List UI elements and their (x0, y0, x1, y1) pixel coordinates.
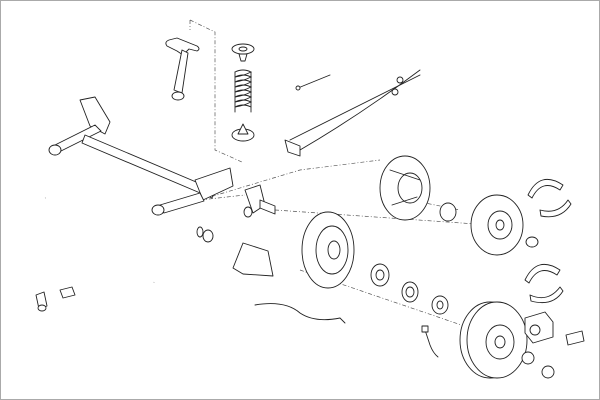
brake-shoes (524, 178, 572, 304)
brake-pads (565, 330, 585, 346)
coil-spring (234, 69, 253, 113)
shock-absorber (165, 37, 200, 101)
dust-shield (379, 155, 431, 221)
wheel-bearings (370, 202, 457, 315)
abs-sensor (254, 303, 439, 358)
rear-axle-beam (48, 96, 234, 216)
brake-caliper (524, 311, 554, 344)
stub-axle (232, 184, 276, 277)
bushes (35, 226, 214, 312)
handbrake-cables (284, 69, 421, 157)
brake-backing-plate (301, 211, 355, 289)
spring-bottom-seat (231, 123, 255, 142)
spring-top-mount (231, 43, 255, 62)
brake-drum (459, 301, 555, 379)
anti-roll-bar (31, 196, 158, 283)
brake-disc (470, 194, 524, 256)
